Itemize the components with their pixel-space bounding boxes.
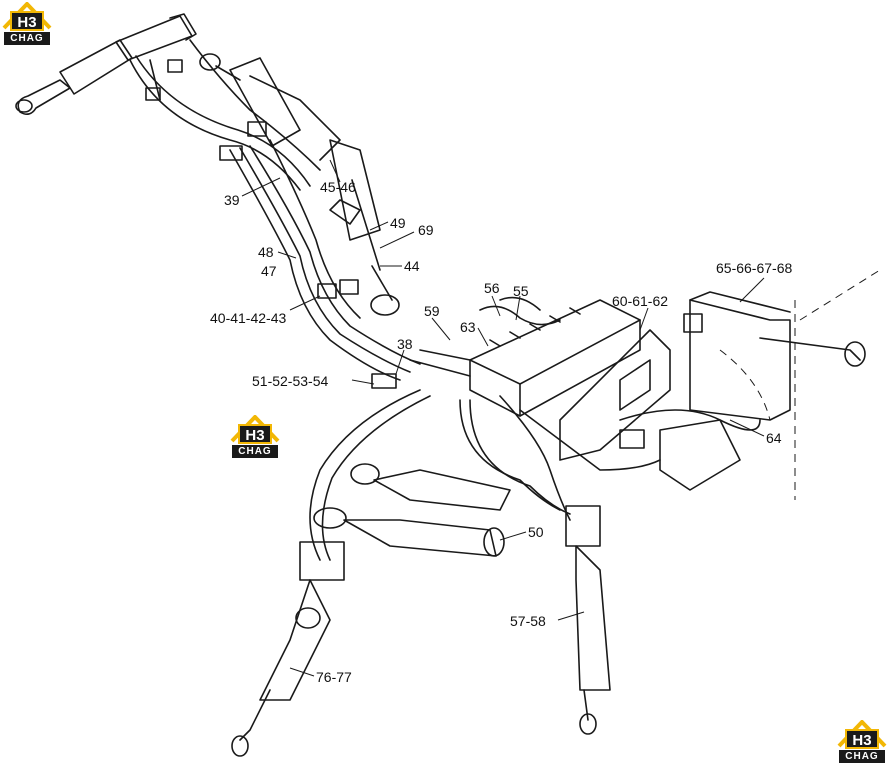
control-valve: [371, 296, 641, 417]
label-60-61-62: 60-61-62: [612, 293, 669, 309]
top-hoses: [129, 39, 321, 191]
leader-56: [491, 295, 501, 317]
label-76-77: 76-77: [316, 669, 352, 685]
leader-76-77: [289, 667, 315, 677]
cab-panel: [683, 291, 866, 421]
label-69: 69: [418, 222, 434, 238]
logo-word: CHAG: [232, 445, 278, 458]
lower-hoses: [309, 389, 761, 561]
label-49: 49: [390, 215, 406, 231]
leader-60-62: [639, 307, 649, 331]
logo-mark: H3: [238, 424, 272, 444]
logo-mark: H3: [10, 11, 44, 31]
boom-hoses: [219, 121, 421, 381]
label-45-46: 45-46: [320, 179, 356, 195]
leader-63: [477, 327, 489, 347]
logo-word: CHAG: [839, 750, 885, 763]
leader-50: [499, 531, 527, 541]
leader-45-46: [329, 159, 341, 183]
label-39: 39: [224, 192, 240, 208]
label-65-66-67-68: 65-66-67-68: [716, 260, 793, 276]
leader-51-54: [351, 379, 375, 385]
swing-cylinder: [313, 463, 511, 557]
label-56: 56: [484, 280, 500, 296]
leader-49: [369, 221, 389, 231]
leader-55: [515, 295, 521, 321]
label-40-41-42-43: 40-41-42-43: [210, 310, 287, 326]
label-50: 50: [528, 524, 544, 540]
label-48: 48: [258, 244, 274, 260]
leader-64: [729, 419, 765, 437]
leader-38: [395, 349, 405, 375]
boom-cylinder-upper: [199, 53, 400, 316]
label-59: 59: [424, 303, 440, 319]
pedal-valve: [619, 419, 741, 491]
logo-mark: H3: [845, 729, 879, 749]
logo-watermark-center: H3 CHAG: [230, 415, 280, 461]
leader-48: [277, 251, 297, 259]
leader-59: [431, 317, 451, 341]
dashed-diagonal: [799, 269, 881, 321]
label-64: 64: [766, 430, 782, 446]
logo-word: CHAG: [4, 32, 50, 45]
label-63: 63: [460, 319, 476, 335]
leader-69: [379, 231, 415, 249]
leader-57-58: [557, 611, 585, 621]
right-lower-cylinder: [565, 505, 611, 735]
logo-watermark-top-left: H3 CHAG: [2, 2, 52, 48]
label-47: 47: [261, 263, 277, 279]
label-55: 55: [513, 283, 529, 299]
valve-bracket: [559, 329, 671, 461]
label-44: 44: [404, 258, 420, 274]
label-57-58: 57-58: [510, 613, 546, 629]
leader-65-68: [739, 277, 765, 303]
label-38: 38: [397, 336, 413, 352]
leader-40-43: [289, 295, 321, 311]
left-lower-cylinder: [231, 541, 345, 757]
leader-39: [241, 177, 281, 197]
label-51-52-53-54: 51-52-53-54: [252, 373, 329, 389]
upper-left-cylinder: [15, 13, 197, 116]
logo-watermark-bottom-right: H3 CHAG: [837, 720, 887, 766]
